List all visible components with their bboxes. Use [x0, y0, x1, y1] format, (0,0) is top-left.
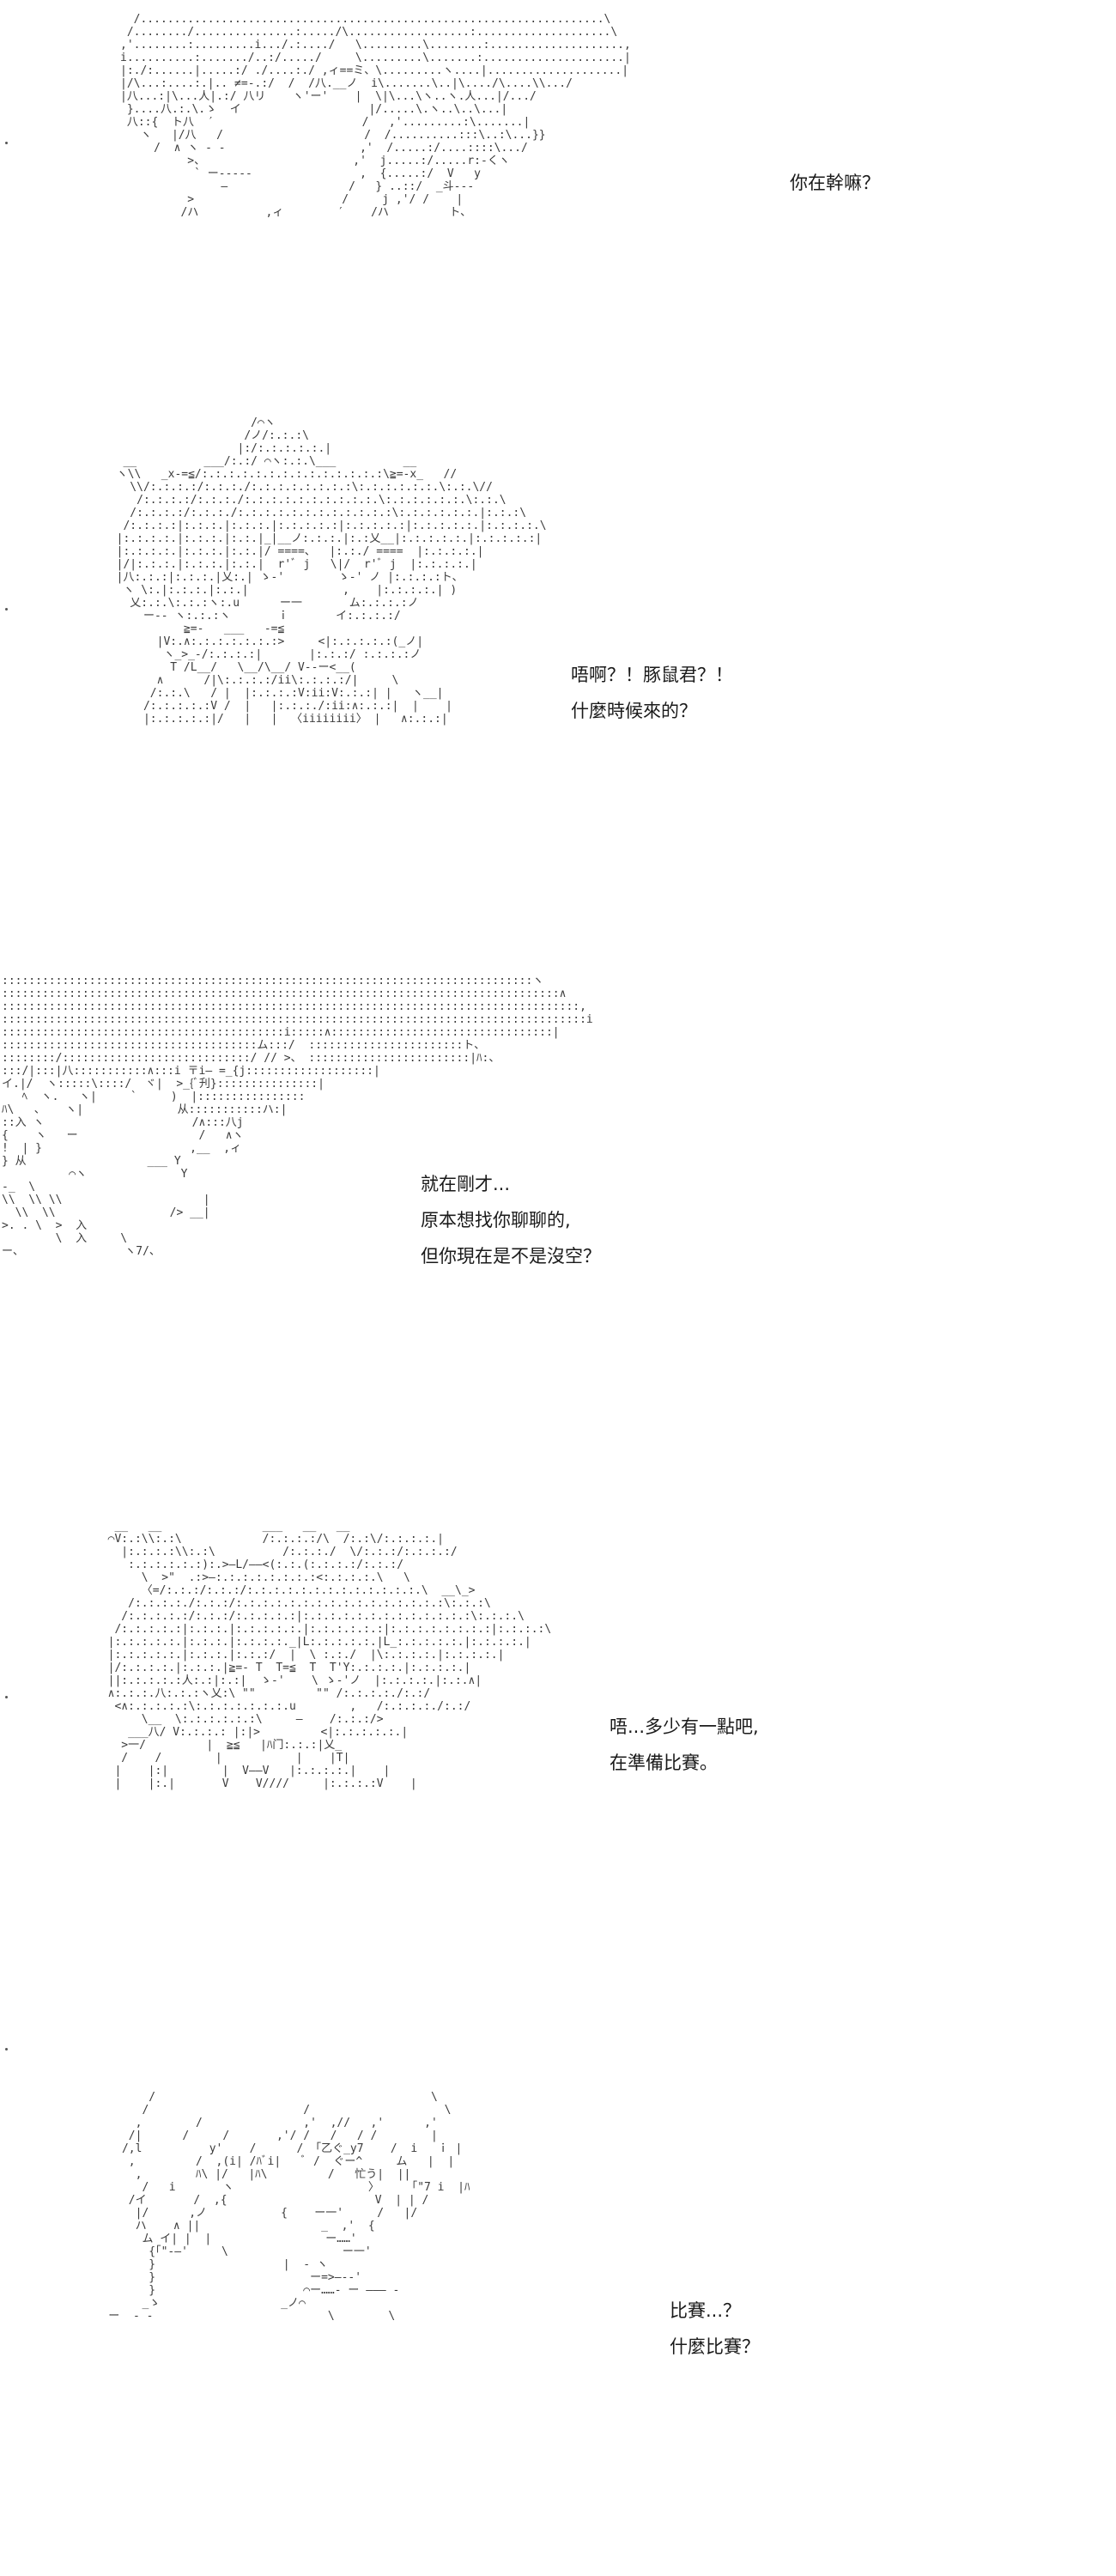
panel-3: ::::::::::::::::::::::::::::::::::::::::… [0, 945, 1116, 1477]
speech-text-3: 就在剛才... 原本想找你聊聊的, 但你現在是不是沒空？ [421, 1166, 601, 1274]
speech-text-2: 唔啊？！豚鼠君？！ 什麼時候來的？ [571, 657, 733, 729]
speech-line: 在準備比賽。 [610, 1753, 718, 1773]
speech-line: 什麼時候來的？ [571, 701, 697, 721]
speech-line: 唔啊？！豚鼠君？！ [571, 665, 733, 685]
ascii-art-boy-side: ::::::::::::::::::::::::::::::::::::::::… [2, 975, 593, 1258]
speech-line: 什麼比賽？ [670, 2336, 760, 2357]
speech-text-4: 唔...多少有一點吧, 在準備比賽。 [610, 1709, 759, 1781]
panel-1: /.......................................… [0, 0, 1116, 395]
panel-2: /⌒ヽ /ノ/:.:.:\ |:/:.:.:.:.:.| __ ___/:.:/… [0, 395, 1116, 945]
panel-5: / \ / / \ , / ,' ,// ,' ,' /| / / ,'/ / … [0, 2078, 1116, 2576]
edge-mark [5, 1696, 8, 1698]
ascii-art-boy-profile: /.......................................… [120, 13, 631, 219]
edge-mark [5, 142, 8, 144]
speech-text-5: 比賽...？ 什麼比賽？ [670, 2293, 760, 2365]
speech-line: 唔...多少有一點吧, [610, 1716, 759, 1737]
speech-text-1: 你在幹嘛？ [790, 165, 880, 201]
ascii-art-girl-surprised: /⌒ヽ /ノ/:.:.:\ |:/:.:.:.:.:.| __ ___/:.:/… [116, 416, 547, 726]
speech-line: 原本想找你聊聊的, [421, 1210, 571, 1230]
speech-line: 就在剛才... [421, 1174, 511, 1194]
speech-line: 但你現在是不是沒空？ [421, 1246, 601, 1267]
speech-line: 比賽...？ [670, 2300, 742, 2321]
edge-mark [5, 2048, 8, 2050]
panel-4: __ __ ___ __ __ ⌒V:.:\\:.:\ /:.:.:.:/\ /… [0, 1477, 1116, 2078]
ascii-art-girl-thinking: __ __ ___ __ __ ⌒V:.:\\:.:\ /:.:.:.:/\ /… [107, 1520, 552, 1790]
speech-line: 你在幹嘛？ [790, 173, 880, 193]
ascii-art-boy-questioning: / \ / / \ , / ,' ,// ,' ,' /| / / ,'/ / … [108, 2091, 470, 2323]
edge-mark [5, 608, 8, 611]
